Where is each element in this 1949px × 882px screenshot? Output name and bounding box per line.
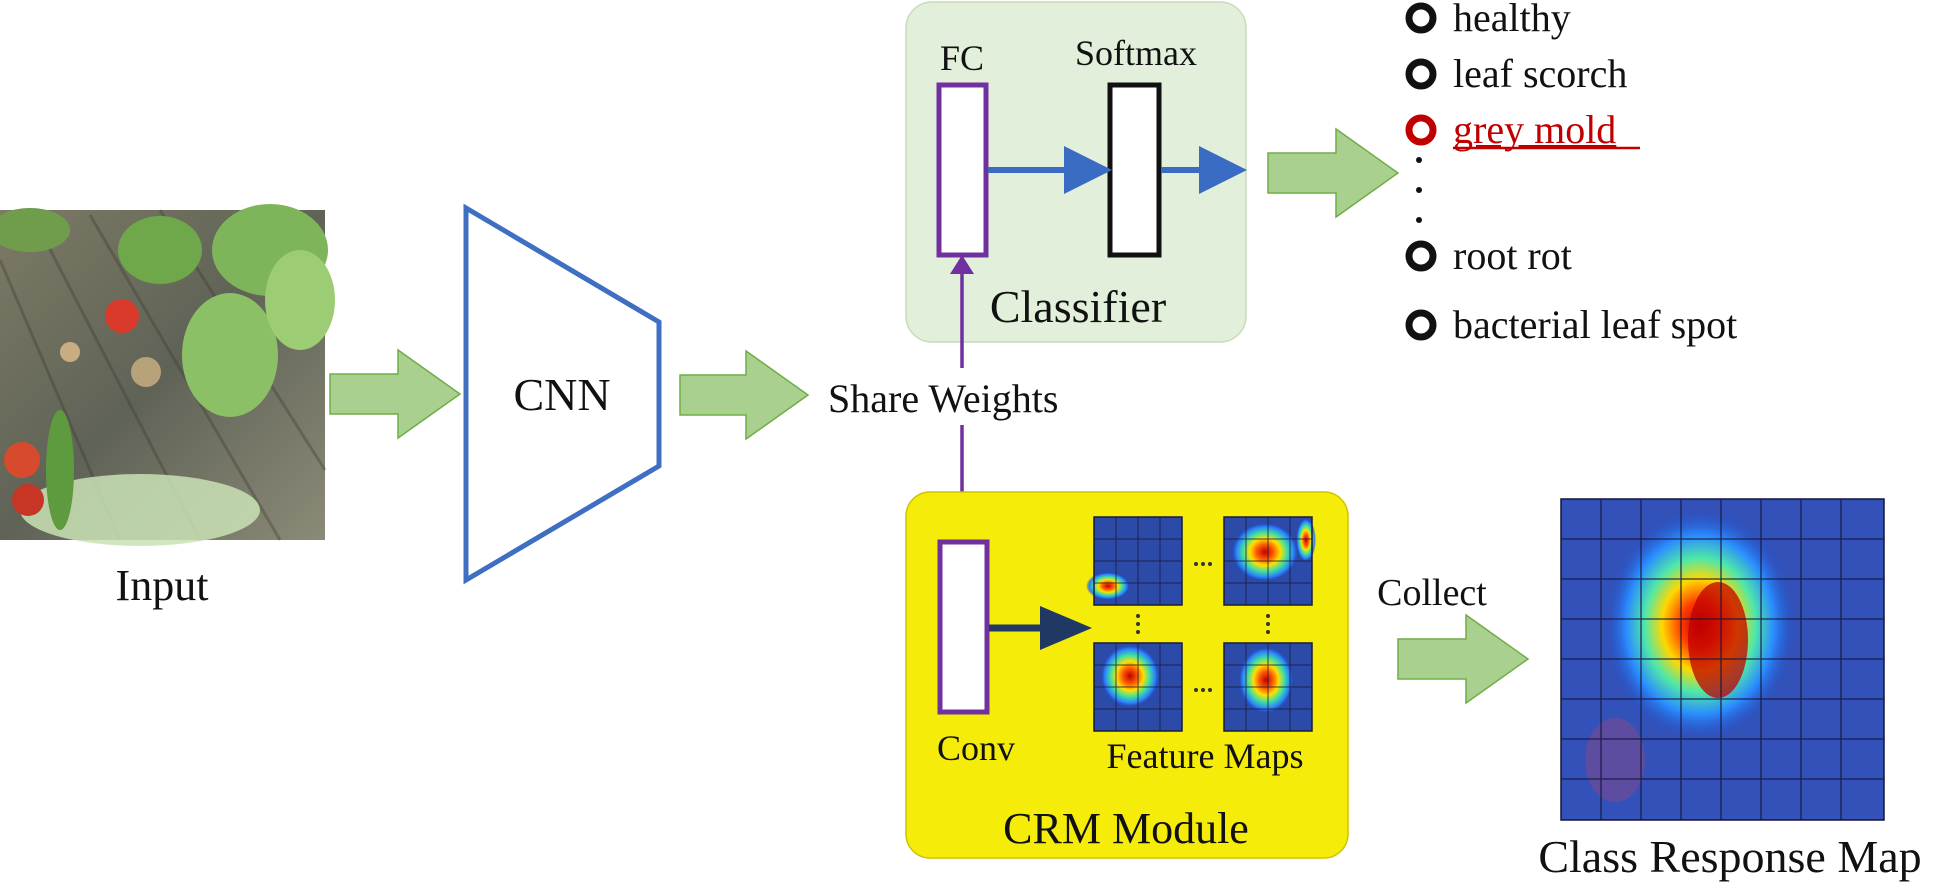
cnn-label: CNN (513, 369, 610, 420)
class-response-map-image (1560, 498, 1885, 821)
share-weights-label: Share Weights (828, 376, 1058, 421)
arrow-conv-features (989, 606, 1092, 650)
class-item: healthy (1405, 0, 1571, 40)
feature-map (1086, 516, 1183, 606)
flow-arrow-collect (1397, 613, 1530, 705)
flow-arrow-input-cnn (329, 348, 462, 440)
feature-map (1223, 642, 1313, 732)
radio-icon (1405, 240, 1437, 272)
feature-maps-label: Feature Maps (1107, 736, 1304, 776)
radio-icon (1405, 309, 1437, 341)
radio-icon (1405, 58, 1437, 90)
radio-icon (1405, 2, 1437, 34)
softmax-label: Softmax (1075, 33, 1197, 73)
class-label: healthy (1453, 0, 1571, 40)
flow-arrow-cnn-share (679, 349, 810, 441)
class-response-map-label: Class Response Map (1538, 831, 1921, 882)
flow-arrow-classifier-out (1267, 127, 1400, 219)
radio-selected-icon (1405, 114, 1437, 146)
softmax-layer (1107, 82, 1162, 258)
class-item: root rot (1405, 233, 1572, 278)
class-list: healthy leaf scorch grey mold root rot b… (1405, 0, 1737, 347)
feature-map-ellipsis (1136, 562, 1270, 692)
input-label: Input (116, 561, 209, 610)
collect-label: Collect (1377, 572, 1487, 614)
class-item: bacterial leaf spot (1405, 302, 1737, 347)
feature-map (1223, 516, 1316, 606)
class-label: bacterial leaf spot (1453, 302, 1737, 347)
fc-layer (936, 82, 989, 258)
fc-label: FC (940, 38, 984, 78)
class-label-selected: grey mold (1453, 107, 1616, 152)
conv-layer (937, 539, 990, 715)
class-label: root rot (1453, 233, 1572, 278)
class-item: leaf scorch (1405, 51, 1627, 96)
ellipsis-dots (1416, 157, 1422, 223)
feature-map (1093, 642, 1183, 732)
classifier-label: Classifier (990, 281, 1166, 332)
class-item-selected: grey mold (1405, 107, 1640, 152)
crm-module-label: CRM Module (1003, 804, 1249, 853)
class-label: leaf scorch (1453, 51, 1627, 96)
feature-maps (1086, 516, 1316, 732)
input-image (0, 204, 335, 546)
cnn-block (463, 203, 662, 585)
conv-label: Conv (937, 728, 1015, 768)
